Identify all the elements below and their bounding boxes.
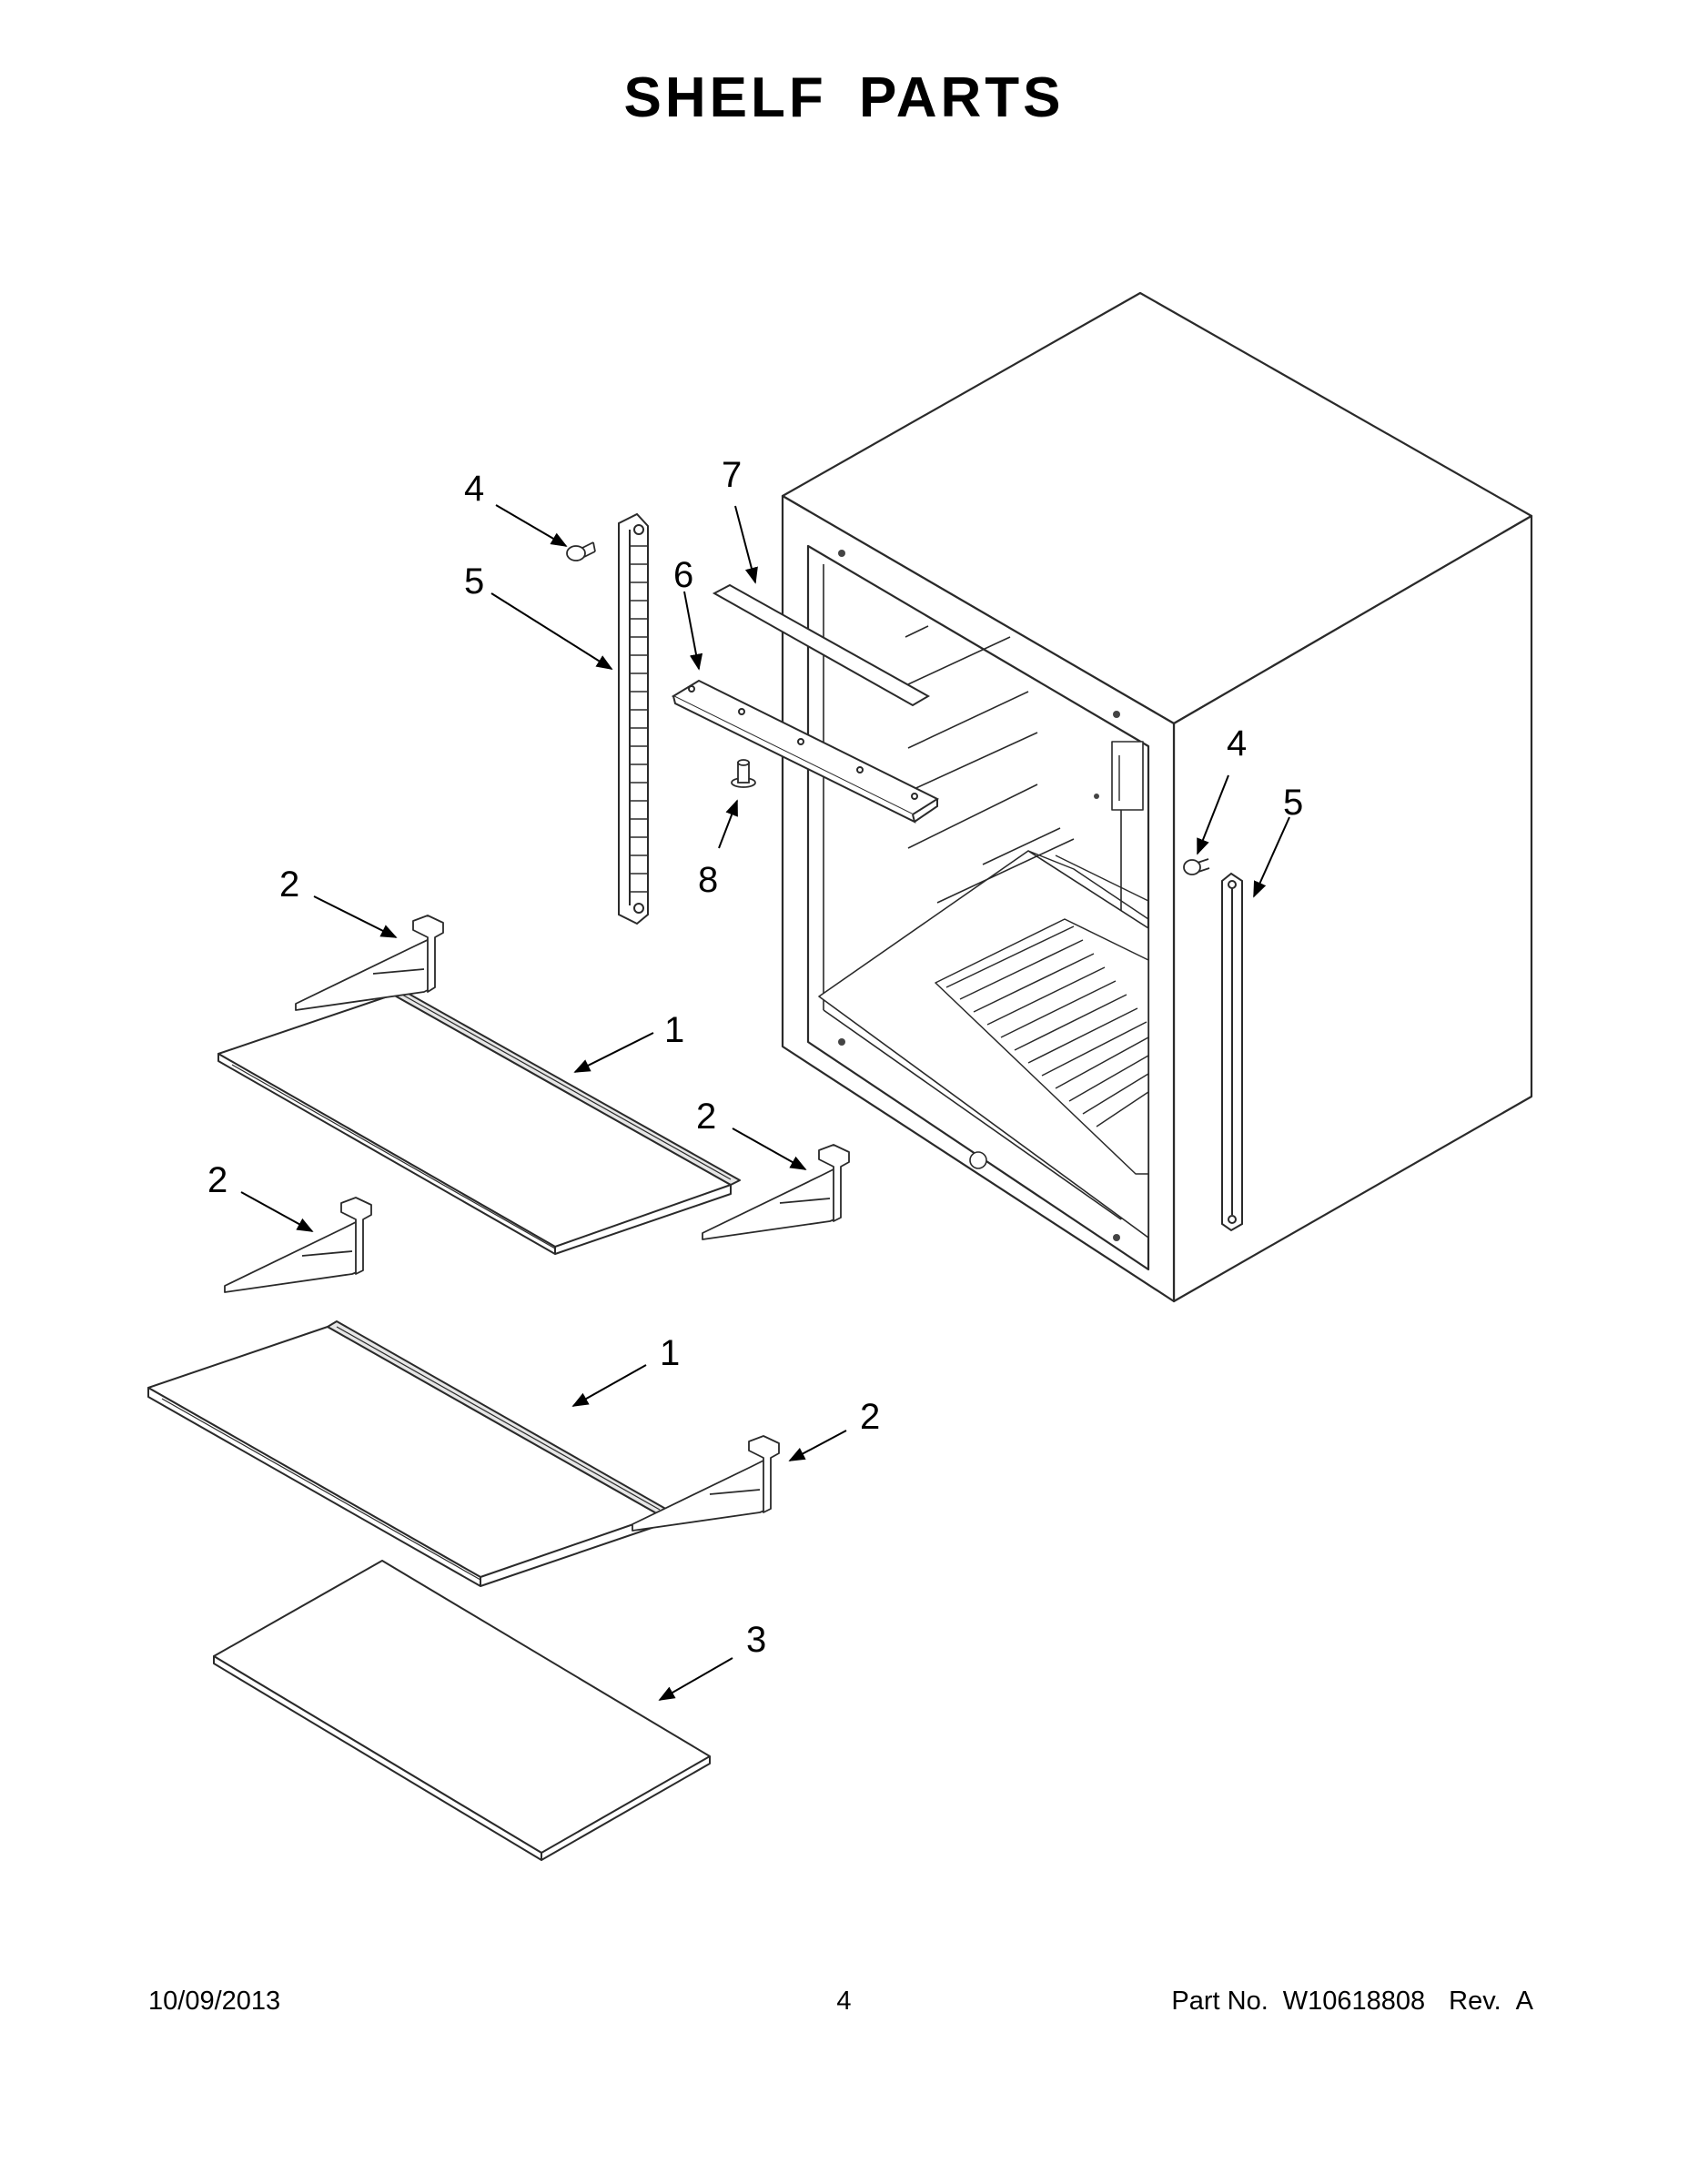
frame-screws	[838, 550, 1120, 1241]
arrow-2-a	[313, 895, 398, 938]
arrow-4-right	[1197, 774, 1229, 855]
callout-8: 8	[698, 860, 718, 900]
callout-2-a: 2	[279, 864, 299, 905]
footer-page-number: 4	[836, 1987, 852, 2016]
rail-left	[618, 512, 649, 925]
bottom-shelf	[213, 1560, 711, 1861]
callout-5-right: 5	[1283, 783, 1303, 823]
rev-value: A	[1515, 1987, 1533, 2016]
bracket-upper-right	[702, 1144, 850, 1240]
interior-shelf-rails	[905, 625, 1075, 904]
page-title: SHELF PARTS	[623, 66, 1065, 129]
top-strip	[712, 583, 931, 707]
glass-shelf-lower	[147, 1320, 670, 1587]
cabinet	[781, 291, 1533, 1303]
callout-4-right: 4	[1227, 723, 1247, 763]
floor-grille	[935, 918, 1149, 1175]
callout-1-lower: 1	[660, 1333, 680, 1373]
arrow-2-c	[240, 1191, 314, 1232]
part-label: Part No.	[1171, 1987, 1269, 2016]
callout-labels: 4 5 6 7 8 4 5 2 1 2 2 1 2 3	[207, 455, 1303, 1660]
bracket-lower-left	[224, 1197, 372, 1293]
callout-2-b: 2	[696, 1097, 716, 1137]
arrow-2-b	[732, 1127, 807, 1170]
arrow-4-left	[495, 504, 568, 547]
arrow-5-right	[1253, 816, 1290, 898]
callout-7: 7	[722, 455, 742, 495]
callout-3: 3	[746, 1620, 766, 1660]
callout-4-left: 4	[464, 469, 484, 509]
callout-arrows	[240, 504, 1290, 1701]
arrow-8	[718, 799, 738, 849]
rev-label: Rev.	[1449, 1987, 1501, 2016]
screw-right	[1183, 858, 1210, 875]
arrow-3	[658, 1657, 733, 1701]
arrow-1-lower	[571, 1364, 647, 1407]
glass-shelf-upper	[217, 989, 741, 1255]
callout-2-c: 2	[207, 1160, 227, 1200]
top-bracket	[671, 679, 940, 824]
part-number: W10618808	[1282, 1987, 1426, 2016]
rail-right	[1221, 872, 1243, 1232]
callout-2-d: 2	[860, 1397, 880, 1437]
arrow-6	[683, 591, 703, 671]
pin	[731, 759, 756, 788]
footer-part-info: Part No. W10618808 Rev. A	[1171, 1987, 1533, 2017]
callout-6: 6	[673, 555, 693, 595]
footer-date: 10/09/2013	[148, 1987, 281, 2016]
callout-5-left: 5	[464, 561, 484, 602]
arrow-2-d	[788, 1430, 847, 1461]
screw-left	[566, 541, 596, 561]
arrow-1-upper	[573, 1032, 654, 1073]
bracket-lower-right	[632, 1435, 780, 1532]
arrow-5-left	[490, 592, 613, 670]
bracket-upper-left	[295, 915, 444, 1011]
arrow-7	[734, 505, 758, 584]
callout-1-upper: 1	[664, 1010, 684, 1050]
